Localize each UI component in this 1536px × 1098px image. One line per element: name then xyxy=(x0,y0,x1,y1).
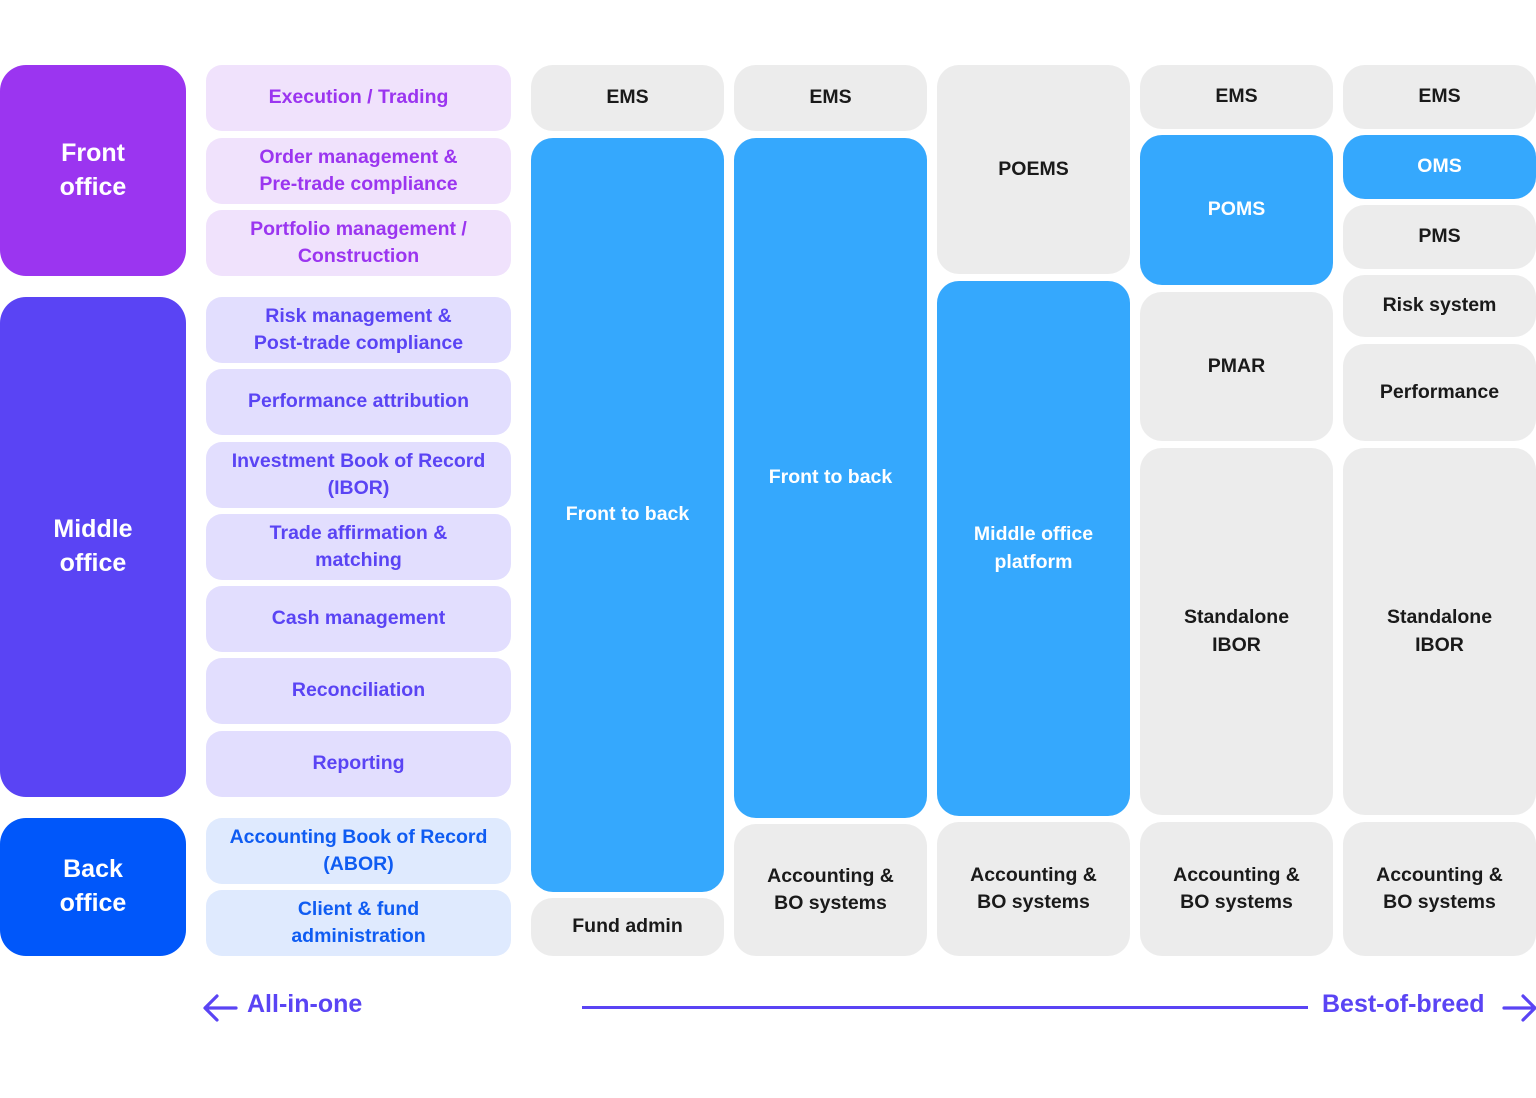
function-portfolio-management: Portfolio management / Construction xyxy=(206,210,511,276)
spectrum-right-label: Best-of-breed xyxy=(1322,990,1485,1018)
col1-ems: EMS xyxy=(531,65,724,131)
arrow-left-icon xyxy=(203,994,238,1022)
function-risk-management: Risk management & Post-trade compliance xyxy=(206,297,511,363)
function-abor: Accounting Book of Record (ABOR) xyxy=(206,818,511,884)
col2-front-to-back: Front to back xyxy=(734,138,927,818)
col2-ems: EMS xyxy=(734,65,927,131)
function-reconciliation: Reconciliation xyxy=(206,658,511,724)
function-performance-attribution: Performance attribution xyxy=(206,369,511,435)
col4-accounting-bo: Accounting & BO systems xyxy=(1140,822,1333,956)
function-client-fund-admin: Client & fund administration xyxy=(206,890,511,956)
back-office-band: Back office xyxy=(0,818,186,956)
col5-accounting-bo: Accounting & BO systems xyxy=(1343,822,1536,956)
col2-accounting-bo: Accounting & BO systems xyxy=(734,824,927,956)
col1-front-to-back: Front to back xyxy=(531,138,724,892)
middle-office-label: Middle office xyxy=(53,515,133,577)
function-order-management: Order management & Pre-trade compliance xyxy=(206,138,511,204)
spectrum-left-label: All-in-one xyxy=(247,990,363,1018)
col4-pmar: PMAR xyxy=(1140,292,1333,441)
col4-poms: POMS xyxy=(1140,135,1333,285)
front-office-label: Front office xyxy=(59,138,127,201)
middle-office-band: Middle office xyxy=(0,297,186,797)
col3-middle-office-platform: Middle office platform xyxy=(937,281,1130,816)
col4-ems: EMS xyxy=(1140,65,1333,129)
spectrum-axis: All-in-one Best-of-breed xyxy=(200,988,1536,1028)
spectrum-line xyxy=(582,1006,1308,1009)
function-execution-trading: Execution / Trading xyxy=(206,65,511,131)
col5-pms: PMS xyxy=(1343,205,1536,269)
function-trade-affirmation: Trade affirmation & matching xyxy=(206,514,511,580)
function-ibor: Investment Book of Record (IBOR) xyxy=(206,442,511,508)
col3-poems: POEMS xyxy=(937,65,1130,274)
col5-risk-system: Risk system xyxy=(1343,275,1536,337)
col5-standalone-ibor: Standalone IBOR xyxy=(1343,448,1536,815)
front-office-band: Front office xyxy=(0,65,186,276)
col4-standalone-ibor: Standalone IBOR xyxy=(1140,448,1333,815)
col1-fund-admin: Fund admin xyxy=(531,898,724,956)
function-reporting: Reporting xyxy=(206,731,511,797)
col5-performance: Performance xyxy=(1343,344,1536,441)
back-office-label: Back office xyxy=(59,855,127,917)
col5-oms: OMS xyxy=(1343,135,1536,199)
function-cash-management: Cash management xyxy=(206,586,511,652)
arrow-right-icon xyxy=(1502,994,1536,1022)
col5-ems: EMS xyxy=(1343,65,1536,129)
col3-accounting-bo: Accounting & BO systems xyxy=(937,822,1130,956)
